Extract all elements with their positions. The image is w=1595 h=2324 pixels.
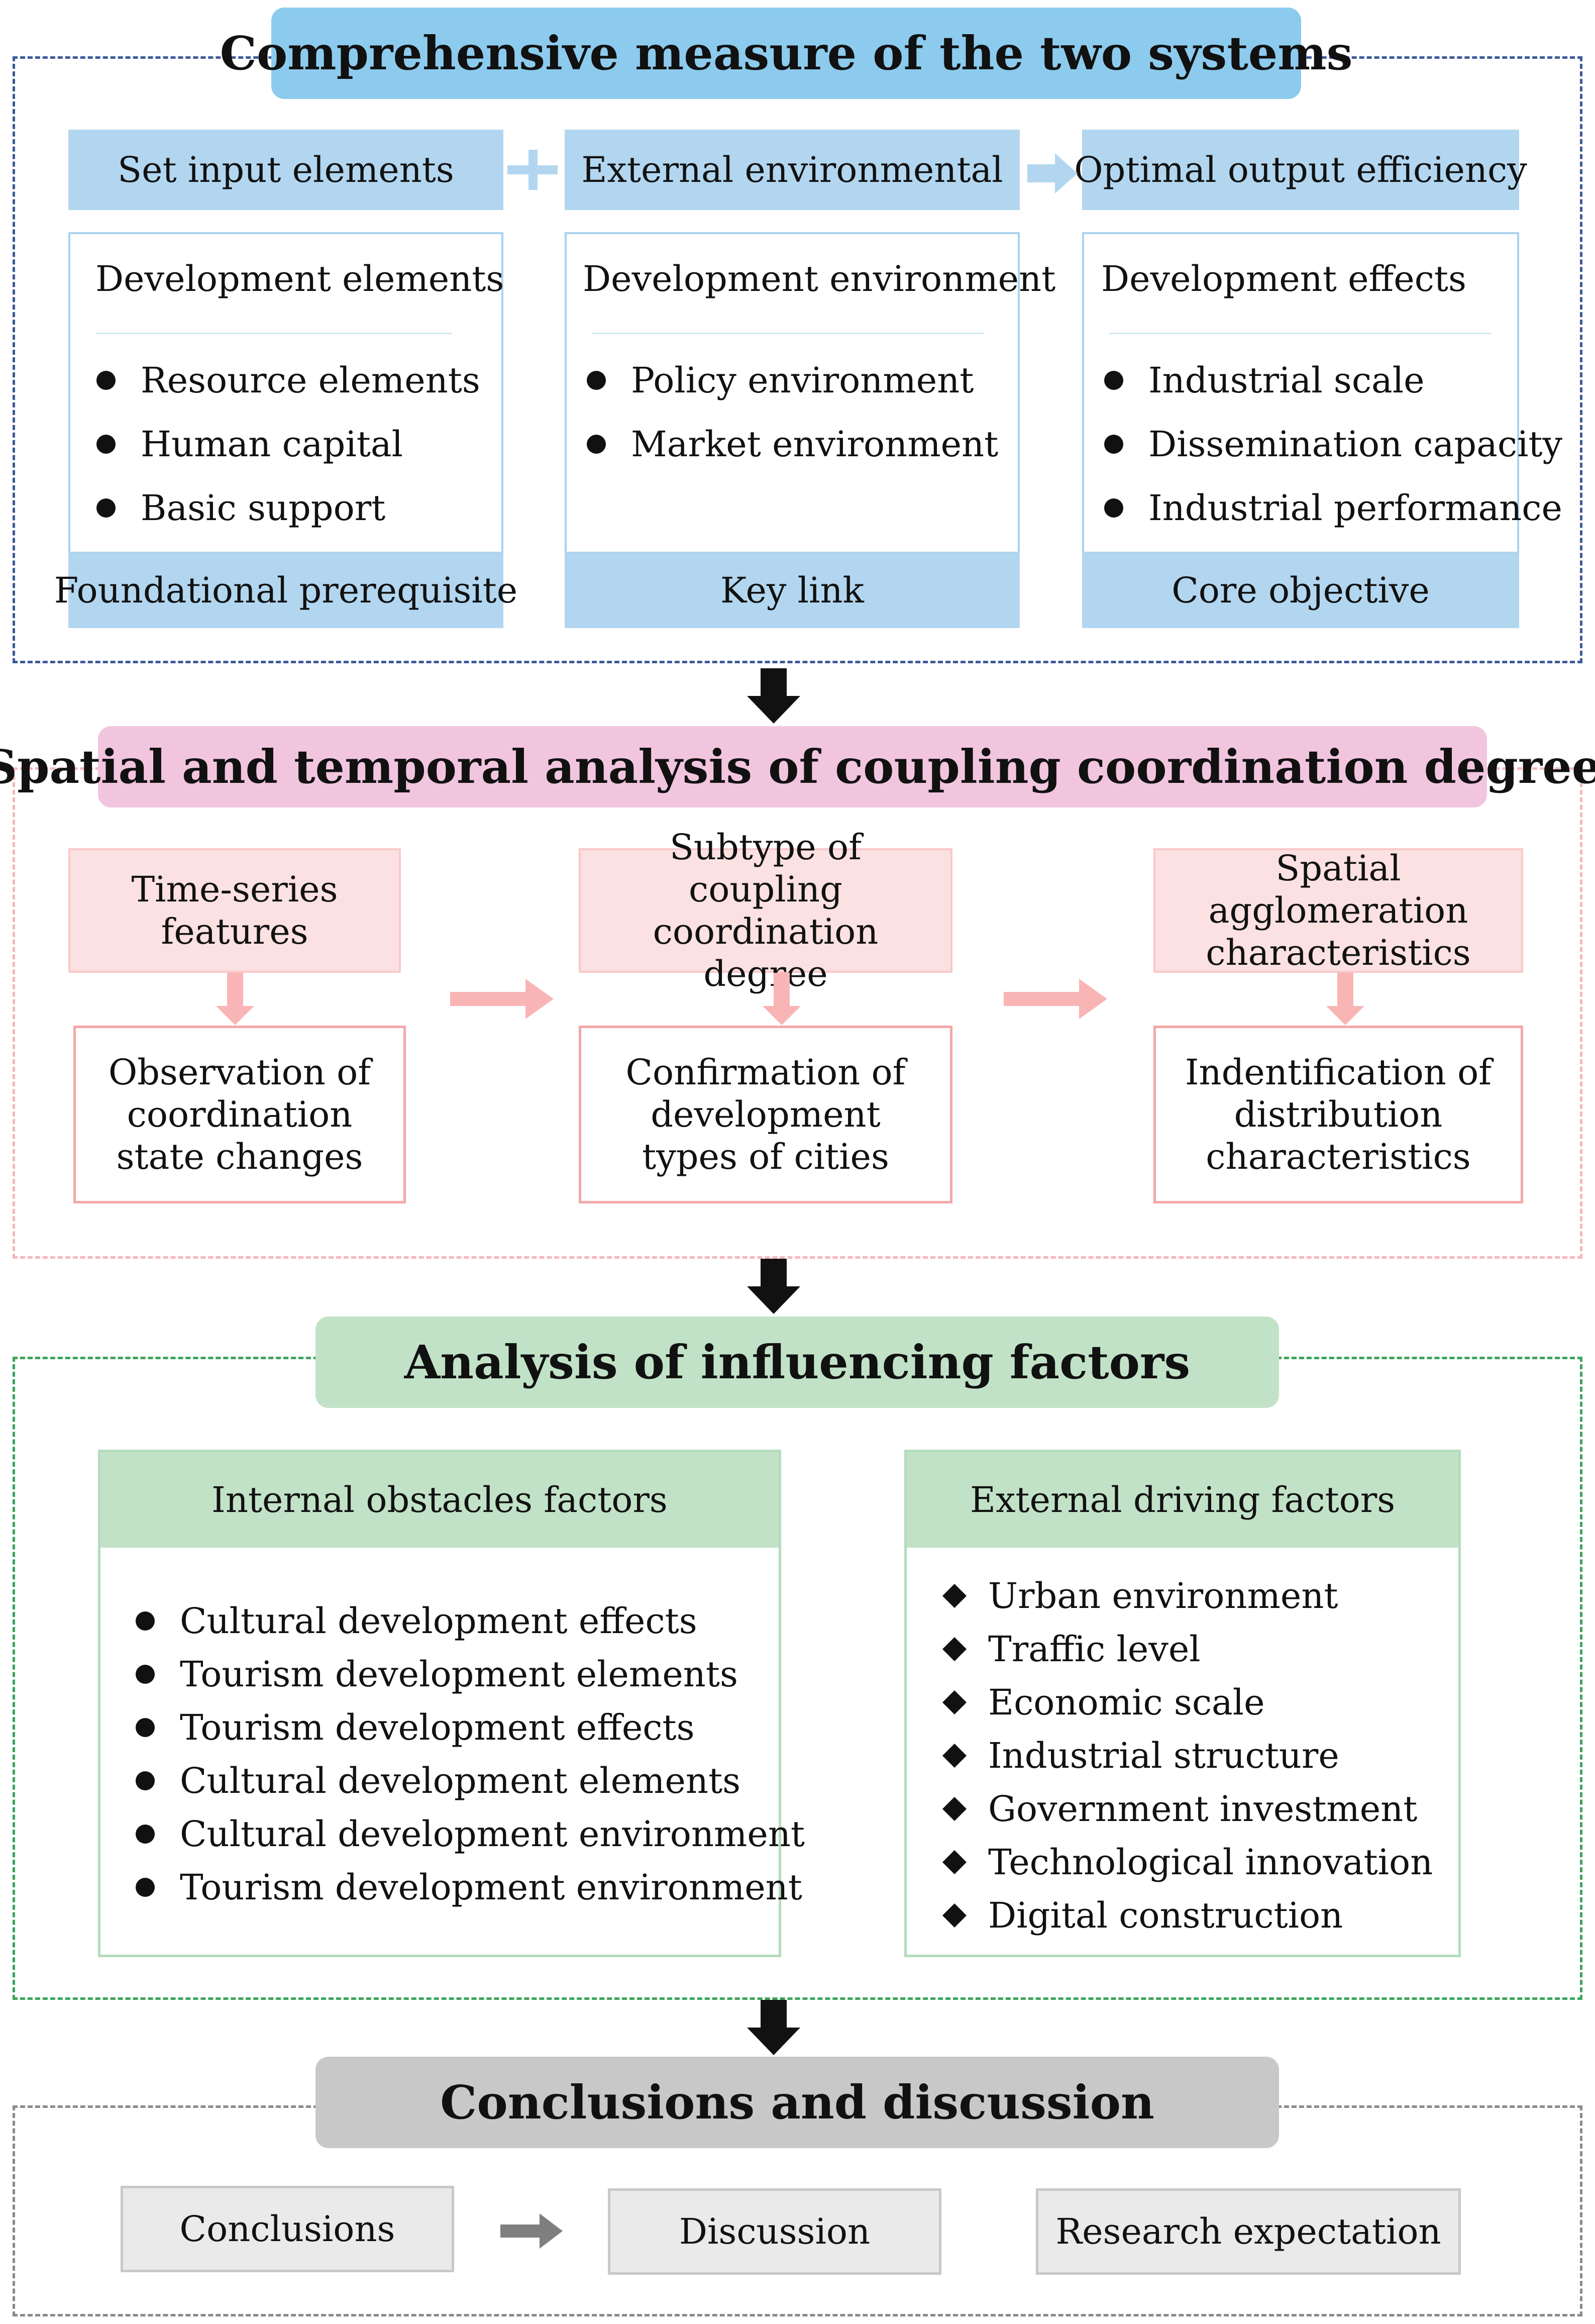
section1-header-environment: External environmental [565,130,1020,210]
list-item: Basic support [96,487,385,529]
arrow-down-icon [747,2000,800,2055]
plus-icon [507,150,558,190]
list-item: Traffic level [942,1629,1201,1670]
discussion-box: Discussion [608,2188,941,2275]
list-item: Government investment [942,1788,1417,1830]
card-separator [592,333,984,334]
list-item: Digital construction [942,1895,1343,1936]
list-item: Cultural development environment [136,1813,805,1855]
section4-title: Conclusions and discussion [315,2057,1279,2148]
list-item: Industrial structure [942,1735,1339,1776]
section2-box-subtype: Subtype of coupling coordination degree [579,827,952,994]
arrow-right-icon [1004,979,1107,1019]
list-item: Resource elements [96,360,480,401]
list-item: Tourism development effects [136,1707,695,1748]
section1-card-environment: Development environment Policy environme… [565,232,1055,554]
section1-title: Comprehensive measure of the two systems [220,8,1352,99]
external-factors-header: External driving factors [907,1452,1458,1548]
list-item: Cultural development effects [136,1600,697,1642]
section2-box-confirmation: Confirmation of development types of cit… [579,1026,952,1203]
arrow-right-icon [450,979,554,1019]
list-item: Economic scale [942,1682,1265,1723]
research-expectation-box: Research expectation [1036,2188,1461,2275]
section2-box-spatial: Spatial agglomeration characteristics [1153,848,1523,973]
internal-factors-header: Internal obstacles factors [100,1452,779,1548]
section2-box-time-series: Time-series features [68,848,401,973]
section1-header-input: Set input elements [68,130,503,210]
list-item: Dissemination capacity [1104,424,1562,465]
section1-footer-prerequisite: Foundational prerequisite [54,553,517,628]
card-separator [95,333,452,334]
section2-box-identification: Indentification of distribution characte… [1153,1026,1523,1203]
internal-factors-card: Internal obstacles factors Cultural deve… [98,1450,805,1957]
external-factors-card: External driving factors Urban environme… [904,1450,1461,1957]
card-separator [1109,333,1491,334]
arrow-down-icon [747,668,800,724]
arrow-down-icon [1326,973,1364,1025]
card-title: Development environment [583,258,1056,299]
list-item: Cultural development elements [136,1760,740,1801]
list-item: Policy environment [587,360,974,401]
list-item: Tourism development elements [136,1654,738,1695]
section1-card-elements: Development elements Resource elements H… [68,232,504,554]
list-item: Industrial scale [1104,360,1425,401]
conclusions-box: Conclusions [121,2186,454,2272]
card-title: Development elements [95,258,504,299]
section1-header-output: Optimal output efficiency [1074,130,1527,210]
arrow-right-icon [1027,153,1078,193]
section3-title: Analysis of influencing factors [315,1317,1279,1408]
section2-title: Spatial and temporal analysis of couplin… [0,726,1595,807]
section1-footer-key-link: Key link [565,553,1020,628]
arrow-down-icon [763,973,801,1025]
list-item: Market environment [587,424,998,465]
list-item: Tourism development environment [136,1867,802,1908]
section1-card-effects: Development effects Industrial scale Dis… [1082,232,1562,554]
list-item: Human capital [96,424,403,465]
list-item: Industrial performance [1104,487,1562,529]
arrow-right-icon [500,2213,563,2249]
arrow-down-icon [747,1259,800,1314]
list-item: Urban environment [942,1575,1338,1616]
section1-footer-core-objective: Core objective [1082,553,1519,628]
arrow-down-icon [216,973,254,1025]
list-item: Technological innovation [942,1842,1433,1883]
card-title: Development effects [1101,258,1466,299]
section2-box-observation: Observation of coordination state change… [73,1026,406,1203]
